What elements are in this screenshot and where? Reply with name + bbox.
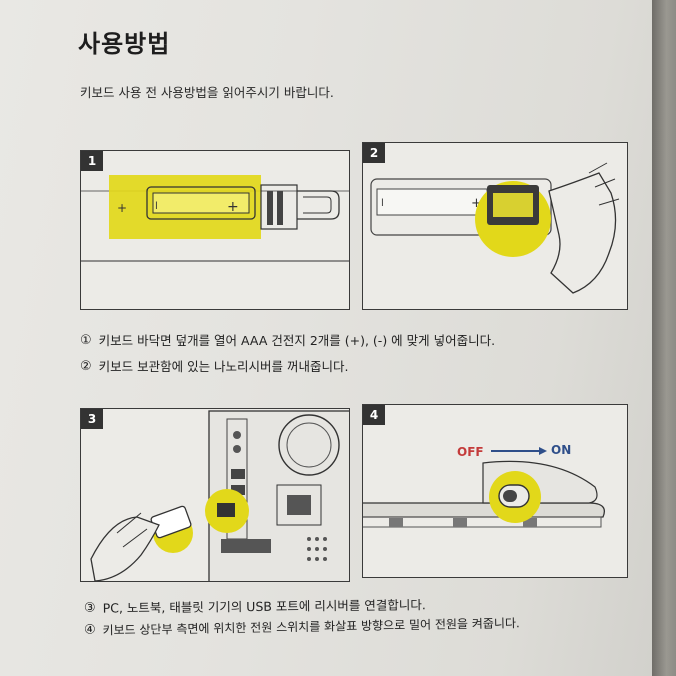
svg-text:+: + [471, 196, 482, 211]
step-4-instruction: ④ 키보드 상단부 측면에 위치한 전원 스위치를 화살표 방향으로 밀어 전원… [84, 614, 520, 639]
svg-text:l: l [381, 198, 384, 209]
receiver-removal-drawing: l + [370, 162, 620, 294]
step-badge-2: 2 [363, 143, 385, 163]
step-4-marker: ④ [83, 622, 96, 638]
svg-text:l: l [155, 201, 158, 212]
battery-compartment-drawing: + l + [81, 175, 349, 262]
intro-text: 키보드 사용 전 사용방법을 읽어주시기 바랍니다. [80, 85, 334, 100]
step-1-text: 키보드 바닥면 덮개를 열어 AAA 건전지 2개를 (+), (-) 에 맞게… [98, 333, 496, 348]
step-4-illustration: 4 OFF ON [362, 404, 628, 578]
step-3-text: PC, 노트북, 태블릿 기기의 USB 포트에 리시버를 연결합니다. [102, 597, 426, 616]
power-switch-drawing [363, 447, 606, 528]
step-1-instruction: ① 키보드 바닥면 덮개를 열어 AAA 건전지 2개를 (+), (-) 에 … [80, 330, 495, 349]
step-3-illustration: 3 [80, 408, 350, 582]
svg-text:+: + [117, 201, 127, 215]
svg-text:+: + [227, 199, 239, 215]
on-label: ON [551, 443, 572, 457]
step-1-marker: ① [80, 333, 92, 348]
step-3-instruction: ③ PC, 노트북, 태블릿 기기의 USB 포트에 리시버를 연결합니다. [84, 594, 426, 617]
page-edge [652, 0, 676, 676]
step-badge-3: 3 [81, 409, 103, 429]
step-badge-4: 4 [363, 405, 385, 425]
pc-usb-connection-drawing [90, 410, 349, 581]
step-badge-1: 1 [81, 151, 103, 171]
step-2-text: 키보드 보관함에 있는 나노리시버를 꺼내줍니다. [98, 359, 349, 374]
step-4-text: 키보드 상단부 측면에 위치한 전원 스위치를 화살표 방향으로 밀어 전원을 … [102, 616, 520, 638]
step-2-illustration: l + 2 [362, 142, 628, 310]
step-2-instruction: ② 키보드 보관함에 있는 나노리시버를 꺼내줍니다. [80, 356, 349, 375]
page-title: 사용방법 [78, 30, 171, 58]
step-1-illustration: + l + 1 [80, 150, 350, 310]
off-label: OFF [457, 445, 484, 459]
step-2-marker: ② [80, 359, 92, 374]
step-3-marker: ③ [83, 600, 96, 616]
manual-page: 사용방법 키보드 사용 전 사용방법을 읽어주시기 바랍니다. + l + 1 … [0, 0, 652, 676]
